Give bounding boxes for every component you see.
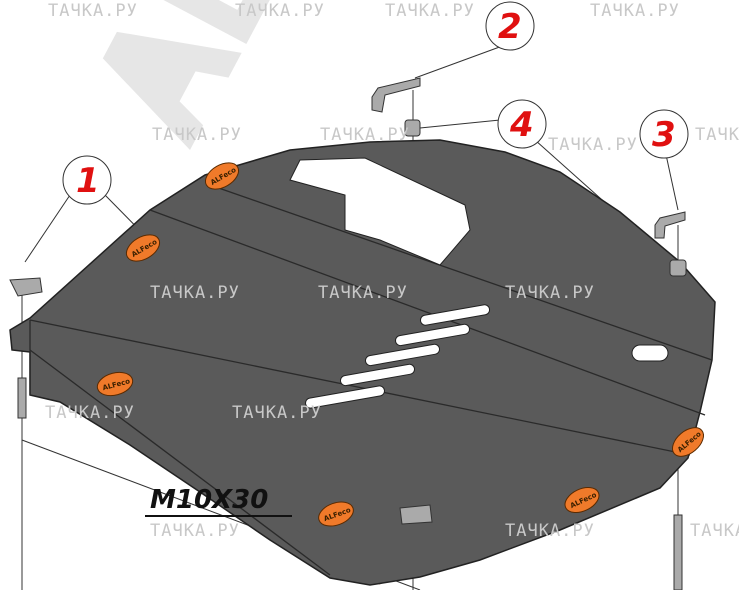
bolt-left bbox=[17, 377, 27, 419]
bolt-right bbox=[673, 514, 683, 590]
inspection-window bbox=[289, 157, 471, 266]
bolt-size-label: M10X30 bbox=[150, 485, 268, 515]
site-watermark: ТАЧКА.РУ bbox=[150, 521, 240, 541]
mount-pads: ALFeco ALFeco ALFeco ALFeco ALFeco ALFec… bbox=[96, 162, 704, 527]
site-watermark: ТАЧКА.РУ bbox=[152, 125, 242, 145]
site-watermark: ТАЧКА.РУ bbox=[690, 521, 739, 541]
site-watermark: ТАЧКА.РУ bbox=[505, 283, 595, 303]
callout-number: 4 bbox=[509, 105, 534, 145]
callout-3: 3 bbox=[639, 109, 689, 159]
site-watermark: ТАЧКА.РУ bbox=[320, 125, 410, 145]
site-watermark: ТАЧКА.РУ bbox=[385, 1, 475, 21]
site-watermark: ТАЧКА.РУ bbox=[232, 403, 322, 423]
site-watermark: ТАЧКА.РУ bbox=[235, 1, 325, 21]
site-watermark: ТАЧКА.РУ bbox=[590, 1, 680, 21]
bracket-1 bbox=[9, 277, 43, 297]
site-watermarks: ТАЧКА.РУ ТАЧКА.РУ ТАЧКА.РУ ТАЧКА.РУ ТАЧК… bbox=[45, 1, 739, 541]
drain-cutout bbox=[631, 344, 669, 362]
site-watermark: ТАЧКА.РУ bbox=[150, 283, 240, 303]
callout-2: 2 bbox=[485, 1, 535, 51]
site-watermark: ТАЧКА.РУ bbox=[505, 521, 595, 541]
site-watermark: ТАЧКА.РУ bbox=[48, 1, 138, 21]
site-watermark: ТАЧКА.РУ bbox=[45, 403, 135, 423]
site-watermark: ТАЧКА.РУ bbox=[695, 125, 739, 145]
site-watermark: ТАЧКА.РУ bbox=[318, 283, 408, 303]
spacer-4b bbox=[669, 259, 687, 277]
callout-number: 3 bbox=[652, 115, 676, 155]
bracket-bottom bbox=[399, 504, 433, 525]
vent-slots bbox=[305, 304, 491, 409]
bracket-2 bbox=[371, 77, 421, 113]
callout-number: 1 bbox=[76, 161, 100, 201]
callout-4: 4 bbox=[497, 99, 547, 149]
callout-1: 1 bbox=[62, 155, 112, 205]
site-watermark: ТАЧКА.РУ bbox=[548, 135, 638, 155]
callout-number: 2 bbox=[498, 7, 522, 47]
spacer-4 bbox=[404, 119, 421, 137]
skid-plate bbox=[9, 139, 716, 586]
hardware bbox=[9, 77, 687, 590]
bracket-3 bbox=[654, 211, 686, 239]
